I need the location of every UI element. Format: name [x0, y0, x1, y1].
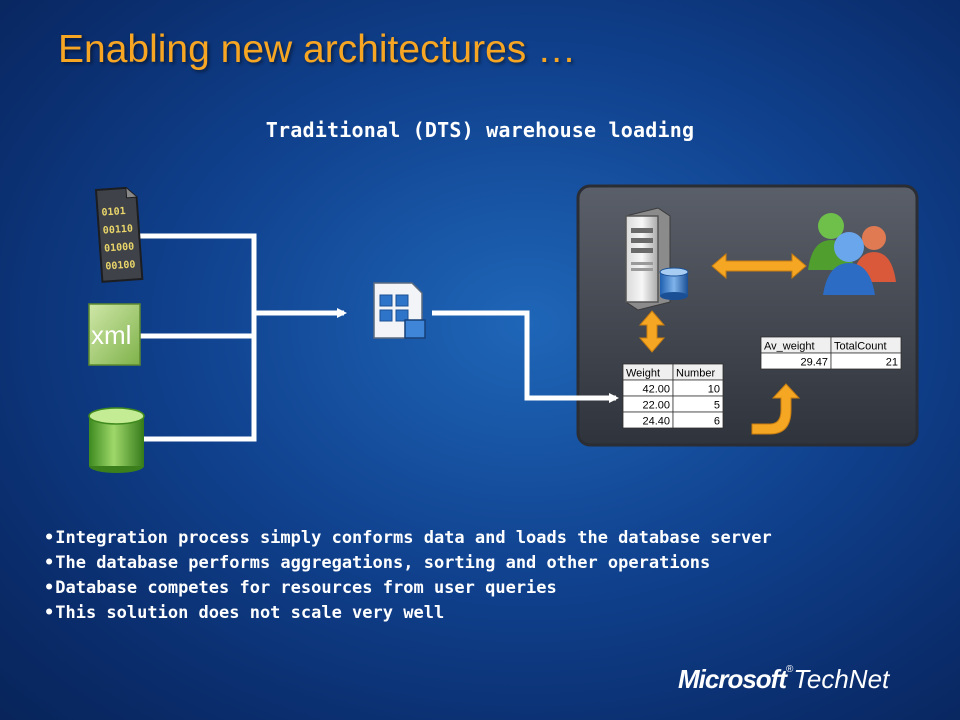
curved-arrow [751, 383, 801, 435]
table-value-cell: 24.40 [642, 416, 670, 428]
bullet-item: The database performs aggregations, sort… [44, 551, 944, 576]
bullet-list: Integration process simply conforms data… [44, 526, 944, 626]
binary-line-1: 0101 [101, 206, 126, 219]
vertical-double-arrow [638, 310, 666, 353]
horizontal-double-arrow [711, 252, 807, 280]
table-aggregate: Av_weight TotalCount 29.47 21 [760, 336, 902, 370]
connector-binary [134, 233, 257, 313]
binary-file-icon: 0101 00110 01000 00100 [94, 186, 144, 283]
xml-label: xml [91, 320, 131, 350]
logo-brand: Microsoft [678, 664, 787, 694]
database-icon [88, 407, 145, 473]
logo-product: TechNet [793, 664, 890, 694]
orange-arrows [638, 252, 807, 435]
table-value-cell: 10 [708, 384, 720, 396]
connector-to-warehouse [432, 310, 619, 403]
diagram-subtitle: Traditional (DTS) warehouse loading [265, 118, 695, 142]
table-value-cell: 6 [714, 416, 720, 428]
table-cell [672, 411, 724, 429]
connector-lines [134, 233, 619, 442]
microsoft-technet-logo: Microsoft®TechNet [678, 664, 889, 695]
bullet-item: This solution does not scale very well [44, 601, 944, 626]
table-value-cell: 5 [714, 400, 720, 412]
table-small: Weight Number 42.00 10 22.00 5 24.40 6 [622, 363, 724, 429]
binary-line-4: 00100 [105, 259, 136, 272]
bullet-item: Integration process simply conforms data… [44, 526, 944, 551]
table-header-cell: Av_weight [764, 341, 815, 353]
table-header-cell: Number [676, 368, 715, 380]
table-cell [830, 352, 902, 370]
users-icon [808, 213, 896, 295]
binary-line-3: 01000 [104, 241, 135, 254]
binary-line-2: 00110 [103, 224, 134, 237]
table-value-cell: 42.00 [642, 384, 670, 396]
table-value-cell: 21 [886, 357, 898, 369]
dts-package-icon [373, 282, 426, 339]
logo-mark: ® [786, 664, 794, 675]
table-header-cell: Weight [626, 368, 660, 380]
connector-db [144, 313, 257, 442]
bullet-item: Database competes for resources from use… [44, 576, 944, 601]
table-value-cell: 29.47 [800, 357, 828, 369]
xml-file-icon: xml [88, 303, 141, 366]
table-value-cell: 22.00 [642, 400, 670, 412]
slide-title: Enabling new architectures … [58, 28, 577, 71]
server-icon [625, 207, 689, 311]
table-header-cell: TotalCount [834, 341, 887, 353]
